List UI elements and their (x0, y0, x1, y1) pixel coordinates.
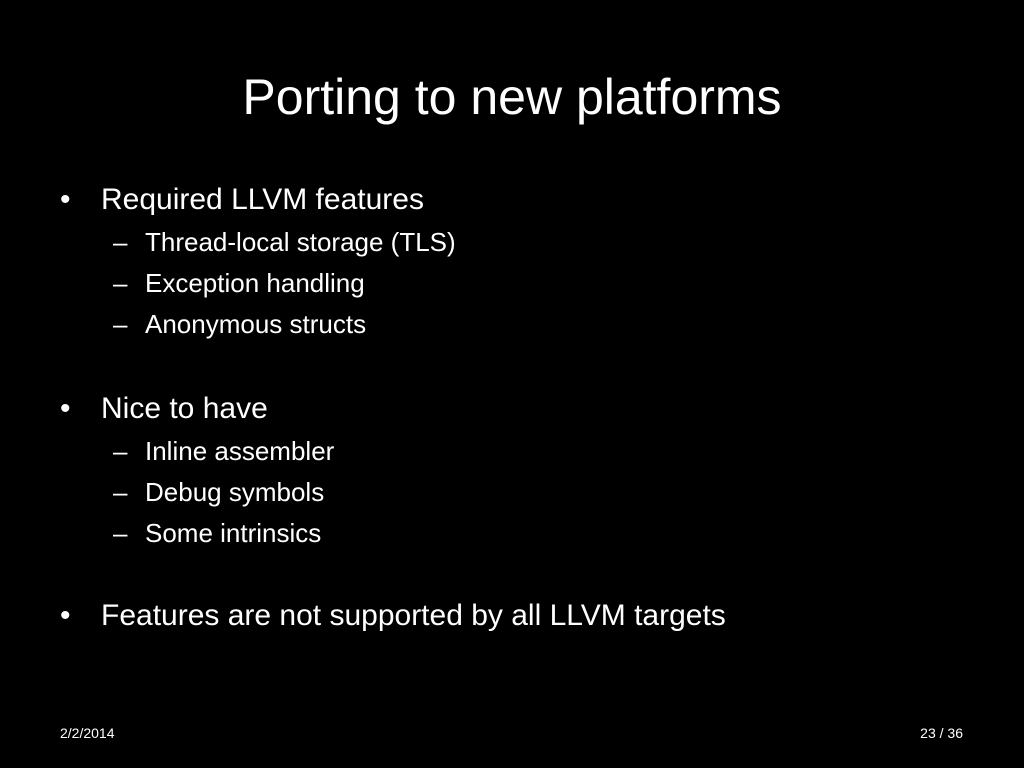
bullet-icon: • (60, 183, 71, 216)
sub-bullet-item: – Debug symbols (60, 472, 980, 513)
sub-bullet-text: Exception handling (145, 268, 365, 298)
slide-title: Porting to new platforms (242, 69, 782, 125)
sub-bullet-item: – Thread-local storage (TLS) (60, 222, 980, 263)
bullet-item: • Required LLVM features (60, 178, 980, 222)
sub-bullet-text: Some intrinsics (145, 518, 322, 548)
sub-bullet-text: Anonymous structs (145, 309, 367, 339)
bullet-group-nice-to-have: • Nice to have – Inline assembler – Debu… (60, 387, 980, 554)
dash-icon: – (113, 477, 128, 507)
bullet-text: Features are not supported by all LLVM t… (101, 599, 726, 632)
dash-icon: – (113, 268, 128, 298)
bullet-group-support: • Features are not supported by all LLVM… (60, 594, 980, 638)
bullet-item: • Features are not supported by all LLVM… (60, 594, 980, 638)
sub-bullet-text: Thread-local storage (TLS) (145, 227, 456, 257)
sub-bullet-item: – Exception handling (60, 263, 980, 304)
bullet-text: Nice to have (101, 392, 268, 425)
bullet-icon: • (60, 599, 71, 632)
bullet-icon: • (60, 392, 71, 425)
sub-bullet-item: – Some intrinsics (60, 513, 980, 554)
bullet-text: Required LLVM features (101, 183, 424, 216)
spacer (60, 345, 980, 387)
slide-body: • Required LLVM features – Thread-local … (60, 178, 980, 638)
sub-bullet-item: – Anonymous structs (60, 304, 980, 345)
dash-icon: – (113, 309, 128, 339)
bullet-group-required: • Required LLVM features – Thread-local … (60, 178, 980, 345)
bullet-item: • Nice to have (60, 387, 980, 431)
dash-icon: – (113, 436, 128, 466)
page-number: 23 / 36 (920, 725, 963, 741)
dash-icon: – (113, 227, 128, 257)
sub-bullet-text: Debug symbols (145, 477, 325, 507)
dash-icon: – (113, 518, 128, 548)
sub-bullet-item: – Inline assembler (60, 431, 980, 472)
spacer (60, 554, 980, 594)
footer-date: 2/2/2014 (60, 725, 115, 741)
sub-bullet-text: Inline assembler (145, 436, 335, 466)
